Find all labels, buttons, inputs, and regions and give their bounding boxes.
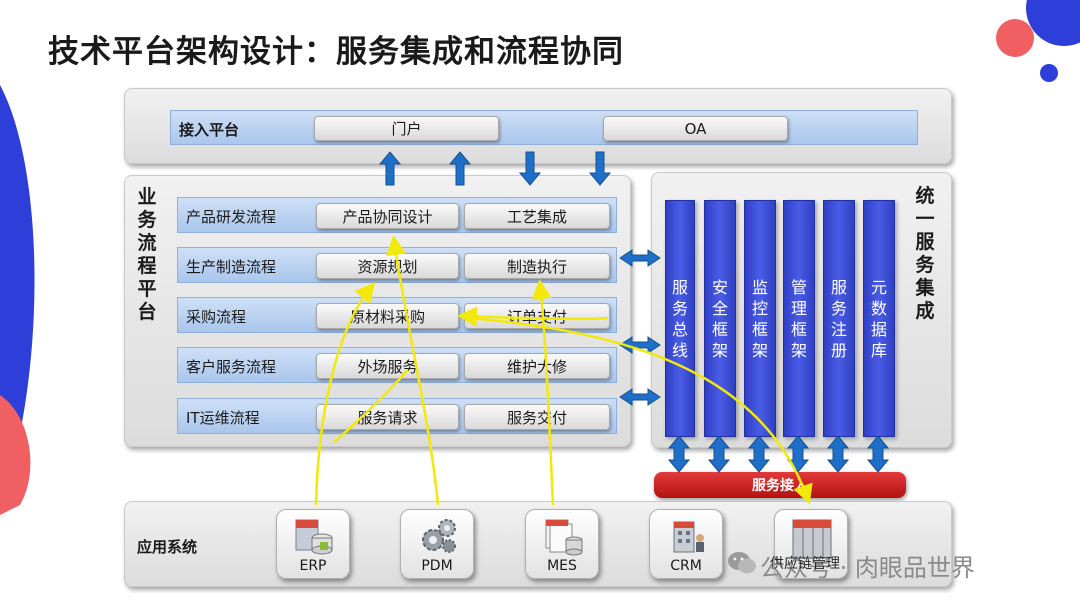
process-row: 采购流程 原材料采购 订单支付 [177, 297, 617, 333]
service-column-label: 管理框架 [790, 278, 807, 360]
erp-system[interactable]: ERP [276, 509, 350, 579]
service-access-bar[interactable]: 服务接入 [654, 472, 906, 498]
process-item[interactable]: 维护大修 [464, 353, 610, 379]
service-column-label: 监控框架 [751, 278, 768, 360]
process-row-label: 采购流程 [186, 308, 247, 326]
service-column[interactable]: 服务总线 [665, 200, 695, 437]
crm-system[interactable]: CRM [649, 509, 723, 579]
process-row-label: 生产制造流程 [186, 258, 277, 276]
app-system-label: ERP [299, 558, 327, 574]
service-column[interactable]: 监控框架 [744, 200, 776, 437]
app-system-label: PDM [421, 558, 453, 574]
service-column[interactable]: 安全框架 [704, 200, 736, 437]
portal-box[interactable]: 门户 [314, 116, 499, 141]
service-integration-panel: 统一服务集成 服务总线 安全框架 监控框架 管理框架 服务注册 元数据库 [651, 172, 952, 448]
process-row: 客户服务流程 外场服务 维护大修 [177, 347, 617, 383]
gears-icon [422, 519, 456, 553]
pdm-system[interactable]: PDM [400, 509, 474, 579]
left-coral-arc [0, 395, 31, 515]
top-right-blue-blob [1026, 0, 1080, 46]
service-column-label: 服务注册 [830, 278, 847, 360]
wechat-icon [728, 552, 756, 574]
process-item[interactable]: 产品协同设计 [316, 203, 459, 229]
top-right-coral-dot [996, 19, 1034, 57]
document-stack-icon [545, 519, 583, 556]
server-system[interactable] [774, 509, 848, 579]
service-column[interactable]: 服务注册 [823, 200, 855, 437]
app-system-label: CRM [670, 558, 702, 574]
process-row-label: 客户服务流程 [186, 358, 277, 376]
service-integration-title: 统一服务集成 [915, 185, 935, 322]
process-item[interactable]: 服务交付 [464, 404, 610, 430]
service-column[interactable]: 元数据库 [863, 200, 895, 437]
watermark-text: 公众号 · 肉眼品世界 [760, 554, 975, 582]
business-process-panel: 业务流程平台 产品研发流程 产品协同设计 工艺集成 生产制造流程 资源规划 制造… [124, 175, 631, 447]
oa-box[interactable]: OA [603, 116, 788, 141]
app-systems-label: 应用系统 [137, 538, 198, 556]
access-platform-band: 接入平台 门户 OA [170, 110, 918, 145]
process-row: 生产制造流程 资源规划 制造执行 [177, 247, 617, 283]
app-system-label: MES [547, 558, 577, 574]
process-row: IT运维流程 服务请求 服务交付 [177, 398, 617, 434]
process-item[interactable]: 原材料采购 [316, 303, 459, 329]
server-rack-icon [792, 519, 832, 559]
service-column-label: 服务总线 [671, 278, 688, 360]
process-item[interactable]: 订单支付 [464, 303, 610, 329]
process-item[interactable]: 外场服务 [316, 353, 459, 379]
service-column-label: 安全框架 [711, 278, 728, 360]
process-item[interactable]: 服务请求 [316, 404, 459, 430]
business-process-title: 业务流程平台 [137, 186, 157, 323]
access-platform-label: 接入平台 [179, 121, 240, 139]
process-row-label: IT运维流程 [186, 409, 260, 427]
process-row-label: 产品研发流程 [186, 208, 277, 226]
watermark: 公众号 · 肉眼品世界 [760, 548, 975, 583]
top-right-small-blue-dot [1040, 64, 1058, 82]
service-column[interactable]: 管理框架 [783, 200, 815, 437]
mes-system[interactable]: MES [525, 509, 599, 579]
watermark-overlay: 供应链管理 [770, 556, 840, 572]
process-row: 产品研发流程 产品协同设计 工艺集成 [177, 197, 617, 233]
building-icon [673, 521, 704, 553]
service-column-label: 元数据库 [870, 278, 887, 360]
page-title: 技术平台架构设计：服务集成和流程协同 [48, 34, 624, 70]
process-item[interactable]: 资源规划 [316, 253, 459, 279]
database-icon [295, 519, 333, 555]
left-blue-arc [0, 85, 35, 470]
process-item[interactable]: 工艺集成 [464, 203, 610, 229]
access-platform-panel: 接入平台 门户 OA [124, 88, 952, 164]
process-item[interactable]: 制造执行 [464, 253, 610, 279]
